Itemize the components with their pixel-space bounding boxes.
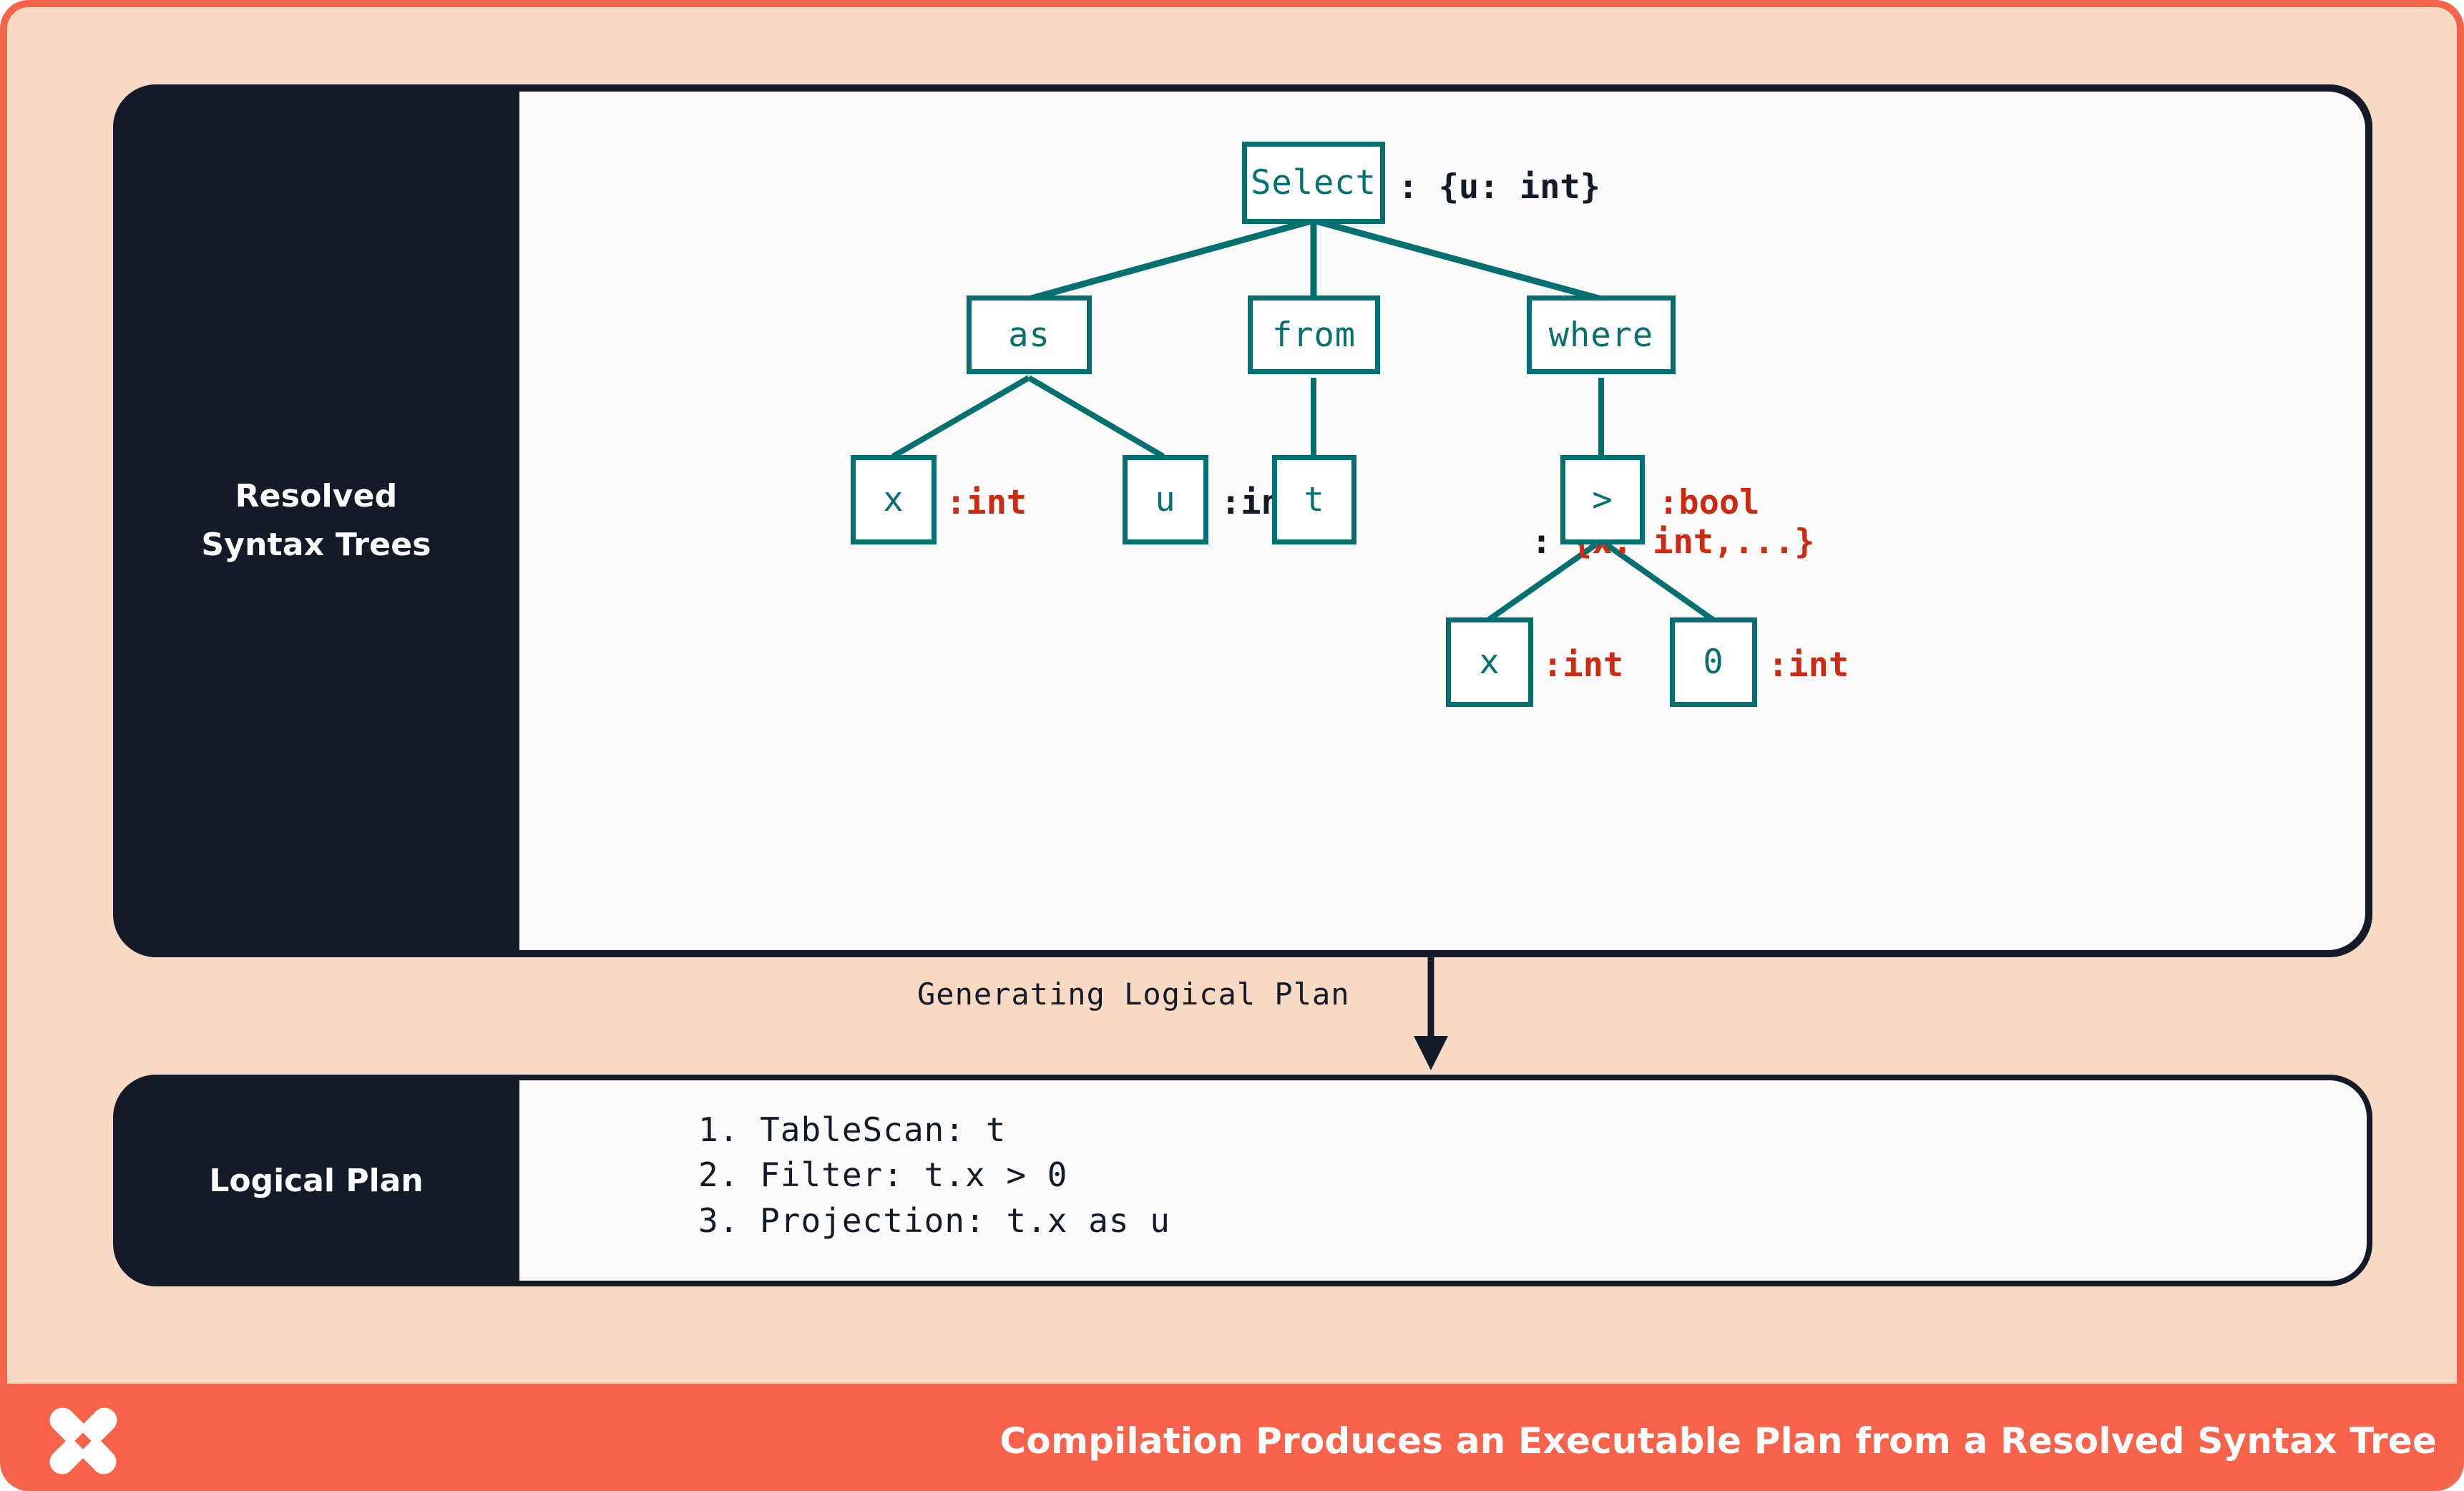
plan-line: 1. TableScan: t bbox=[698, 1110, 1007, 1149]
footer-bar: Compilation Produces an Executable Plan … bbox=[7, 1384, 2457, 1484]
tree-node-gt-label: > bbox=[1592, 480, 1613, 519]
tree-node-from-label: from bbox=[1271, 315, 1356, 355]
logical-plan-label: Logical Plan bbox=[209, 1162, 424, 1199]
tree-node-where[interactable]: where bbox=[1527, 295, 1676, 374]
tree-node-gt-x[interactable]: x bbox=[1446, 617, 1533, 707]
tree-node-from[interactable]: from bbox=[1248, 295, 1380, 374]
tree-node-gt-zero[interactable]: 0 bbox=[1670, 617, 1757, 707]
logical-plan-canvas: 1. TableScan: t 2. Filter: t.x > 0 3. Pr… bbox=[519, 1080, 2367, 1281]
tree-node-select-label: Select bbox=[1251, 163, 1377, 202]
tree-node-gt-zero-label: 0 bbox=[1703, 642, 1724, 682]
transition-arrow-icon bbox=[1414, 957, 1448, 1070]
tree-node-as-u[interactable]: u bbox=[1123, 455, 1208, 544]
annotation-select: : {u: int} bbox=[1398, 167, 1600, 207]
tree-node-where-label: where bbox=[1548, 315, 1654, 355]
resolved-syntax-trees-card: Resolved Syntax Trees bbox=[113, 84, 2372, 957]
annotation-as-x: :int bbox=[946, 483, 1027, 522]
annotation-gt-x: :int bbox=[1543, 645, 1624, 685]
rst-label-line2: Syntax Trees bbox=[201, 527, 431, 563]
tree-node-as-x[interactable]: x bbox=[851, 455, 937, 544]
resolved-syntax-trees-label: Resolved Syntax Trees bbox=[113, 84, 519, 957]
tree-node-as-x-label: x bbox=[883, 480, 904, 519]
tree-node-gt[interactable]: > bbox=[1560, 455, 1645, 544]
tree-edges bbox=[891, 217, 1715, 622]
plan-line: 2. Filter: t.x > 0 bbox=[698, 1155, 1068, 1195]
annotation-from-t-colon: : bbox=[1531, 522, 1572, 562]
tree-node-as-u-label: u bbox=[1155, 480, 1176, 519]
x-butterfly-logo-icon bbox=[49, 1407, 117, 1475]
tree-node-as[interactable]: as bbox=[967, 295, 1092, 374]
annotation-gt: :bool bbox=[1658, 483, 1760, 522]
transition-label: Generating Logical Plan bbox=[917, 977, 1350, 1012]
plan-line: 3. Projection: t.x as u bbox=[698, 1201, 1170, 1240]
annotation-gt-zero: :int bbox=[1768, 645, 1849, 685]
tree-node-from-t-label: t bbox=[1304, 480, 1325, 519]
syntax-tree-canvas: Select : {u: int} as from where x :int u… bbox=[519, 92, 2365, 950]
tree-node-from-t[interactable]: t bbox=[1272, 455, 1356, 544]
tree-node-as-label: as bbox=[1008, 315, 1050, 355]
footer-caption: Compilation Produces an Executable Plan … bbox=[999, 1420, 2437, 1462]
tree-node-select[interactable]: Select bbox=[1242, 142, 1385, 224]
rst-label-line1: Resolved bbox=[235, 477, 398, 514]
logical-plan-card: Logical Plan 1. TableScan: t 2. Filter: … bbox=[113, 1075, 2372, 1286]
tree-node-gt-x-label: x bbox=[1479, 642, 1500, 682]
